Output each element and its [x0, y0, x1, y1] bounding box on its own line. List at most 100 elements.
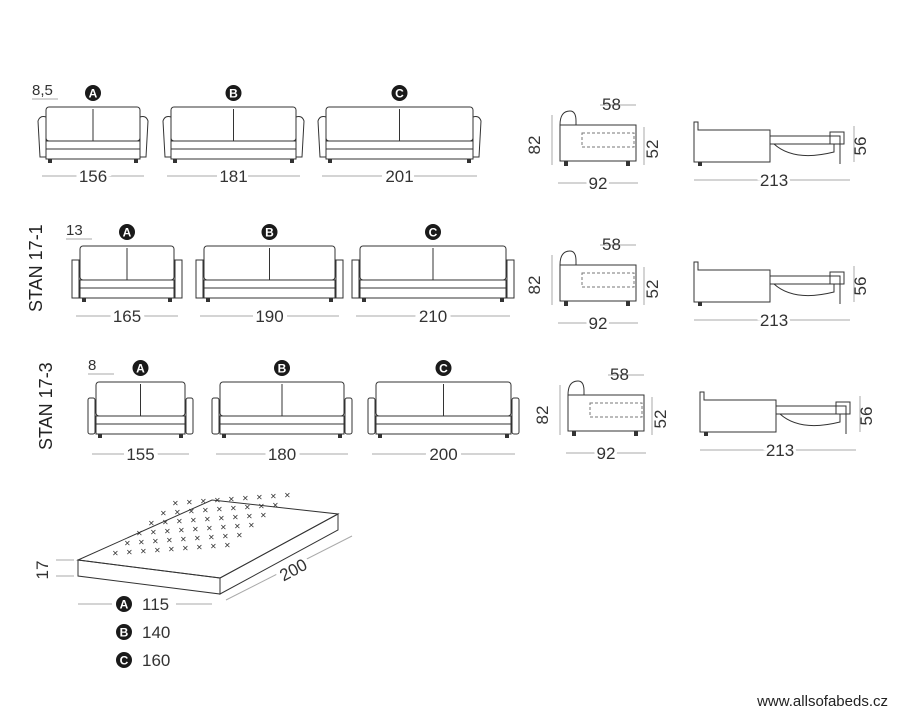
mattress-tuft: ✕ — [126, 548, 133, 557]
row-2-sofa-a-arm-right — [185, 397, 194, 435]
row-2-bed-view-head — [835, 401, 851, 415]
row-0-sofa-b-seat — [170, 140, 297, 150]
row-0-sofa-c-badge-circle — [391, 85, 408, 101]
row-1-sofa-b-arm-left — [195, 259, 204, 299]
mattress-tuft: ✕ — [164, 527, 171, 536]
row-1-bed-view-length: 213 — [760, 311, 788, 330]
row-0-sofa-a-badge-circle — [85, 85, 101, 101]
row-0-bed-view-foot — [698, 162, 702, 166]
row-2-sofa-a-arm-left — [87, 397, 96, 435]
row-0-side-view-body — [559, 124, 637, 162]
row-0-side-view-leg-front — [626, 161, 630, 166]
row-1-sofa-a-arm-right — [174, 259, 183, 299]
row-2-bed-view-length: 213 — [766, 441, 794, 460]
row-2-sofa-a-width: 155 — [126, 445, 154, 464]
mattress-tuft: ✕ — [160, 509, 167, 518]
row-1-sofa-a-seat — [79, 279, 175, 289]
mattress-tuft: ✕ — [220, 523, 227, 532]
mattress-tuft: ✕ — [248, 521, 255, 530]
row-1-sofa-a-badge: A — [119, 224, 135, 240]
row-2-side-view-back — [567, 380, 585, 431]
mattress-tuft: ✕ — [138, 538, 145, 547]
row-0-arm-dim: 8,5 — [32, 82, 53, 99]
mattress-width-c: 160 — [142, 651, 170, 670]
row-1-sofa-a-badge-circle — [119, 224, 135, 240]
mattress-tuft: ✕ — [224, 541, 231, 550]
row-2-sofa-c-leg-right — [505, 434, 509, 438]
row-0-sofa-b-badge-letter: B — [229, 87, 238, 101]
row-2-sofa-a-badge-circle — [132, 360, 149, 376]
row-2-sofa-b-width: 180 — [268, 445, 296, 464]
row-0-sofa-b-badge-circle — [225, 85, 242, 101]
row-0-sofa-c — [317, 106, 482, 163]
row-1-side-view-depth-top: 58 — [602, 235, 621, 254]
row-2-sofa-b-seat — [219, 415, 345, 425]
website-url: www.allsofabeds.cz — [757, 693, 888, 710]
mattress-tuft: ✕ — [124, 539, 131, 548]
row-1-sofa-a-width: 165 — [113, 307, 141, 326]
mattress-tuft: ✕ — [178, 526, 185, 535]
mattress-tuft: ✕ — [210, 542, 217, 551]
mattress-tuft: ✕ — [194, 534, 201, 543]
row-2-sofa-a-leg-right — [179, 434, 183, 438]
mattress-width-c-badge-letter: C — [120, 654, 129, 668]
row-0-sofa-b-badge: B — [225, 85, 242, 101]
mattress-tuft: ✕ — [152, 537, 159, 546]
row-2-arm-dim: 8 — [88, 357, 96, 374]
row-2-sofa-c-width: 200 — [429, 445, 457, 464]
row-2-side-view-bed-outline — [589, 402, 643, 418]
row-0-bed-view-mechanism — [773, 143, 835, 157]
row-2-sofa-b-arm-left — [211, 397, 220, 435]
mattress-tuft: ✕ — [232, 513, 239, 522]
mattress-tuft: ✕ — [244, 503, 251, 512]
row-1-side-view-body — [559, 264, 637, 302]
row-2-side-view-seat-height: 52 — [651, 410, 670, 429]
mattress-width-a-badge-circle — [116, 596, 132, 612]
row-1-bed-view-mattress — [769, 275, 841, 285]
mattress-tuft: ✕ — [214, 496, 221, 505]
row-2-sofa-b-leg-right — [338, 434, 342, 438]
row-2-sofa-b-base — [219, 423, 345, 435]
row-0-sofa-a-arm-right — [139, 116, 149, 158]
row-1-sofa-b-badge: B — [261, 224, 278, 240]
row-2-sofa-b-arm-right — [344, 397, 353, 435]
row-0-sofa-a-base — [45, 148, 141, 160]
mattress-thickness: 17 — [33, 561, 52, 580]
mattress-tuft: ✕ — [228, 495, 235, 504]
mattress-tuft: ✕ — [188, 507, 195, 516]
row-0-sofa-c-seat — [325, 140, 474, 150]
row-1-sofa-b-leg-right — [329, 298, 333, 302]
mattress-width-b-badge-circle — [116, 624, 132, 640]
row-0-sofa-a-seat — [45, 140, 141, 150]
row-1-sofa-a — [71, 245, 183, 302]
row-1-sofa-a-badge-letter: A — [123, 226, 132, 240]
row-2-sofa-c-base — [375, 423, 512, 435]
row-2-sofa-c-leg-left — [378, 434, 382, 438]
mattress-tuft: ✕ — [216, 505, 223, 514]
row-1-sofa-b-badge-letter: B — [265, 226, 274, 240]
row-0-sofa-c-badge: C — [391, 85, 408, 101]
row-1-side-view-bed-outline — [581, 272, 635, 288]
row-0-side-view-seat-height: 52 — [643, 140, 662, 159]
mattress-tuft: ✕ — [180, 535, 187, 544]
row-2-side-view-height: 82 — [533, 406, 552, 425]
mattress-tuft: ✕ — [174, 508, 181, 517]
mattress-tuft: ✕ — [270, 492, 277, 501]
row-2-sofa-c-arm-left — [367, 397, 376, 435]
mattress-tuft: ✕ — [162, 518, 169, 527]
row-1-sofa-a-base — [79, 287, 175, 299]
row-1-sofa-c-leg-right — [500, 298, 504, 302]
mattress-width-b-badge: B — [116, 624, 132, 640]
row-0-sofa-c-base — [325, 148, 474, 160]
row-0-sofa-c-leg-left — [328, 159, 332, 163]
mattress-tuft: ✕ — [230, 504, 237, 513]
row-label-stan-17-3: STAN 17-3 — [36, 362, 56, 450]
row-1-sofa-c-seat — [359, 279, 507, 289]
row-2-sofa-a-badge: A — [132, 360, 149, 376]
row-1-sofa-b — [195, 245, 344, 302]
row-0-sofa-a-badge-letter: A — [89, 87, 98, 101]
